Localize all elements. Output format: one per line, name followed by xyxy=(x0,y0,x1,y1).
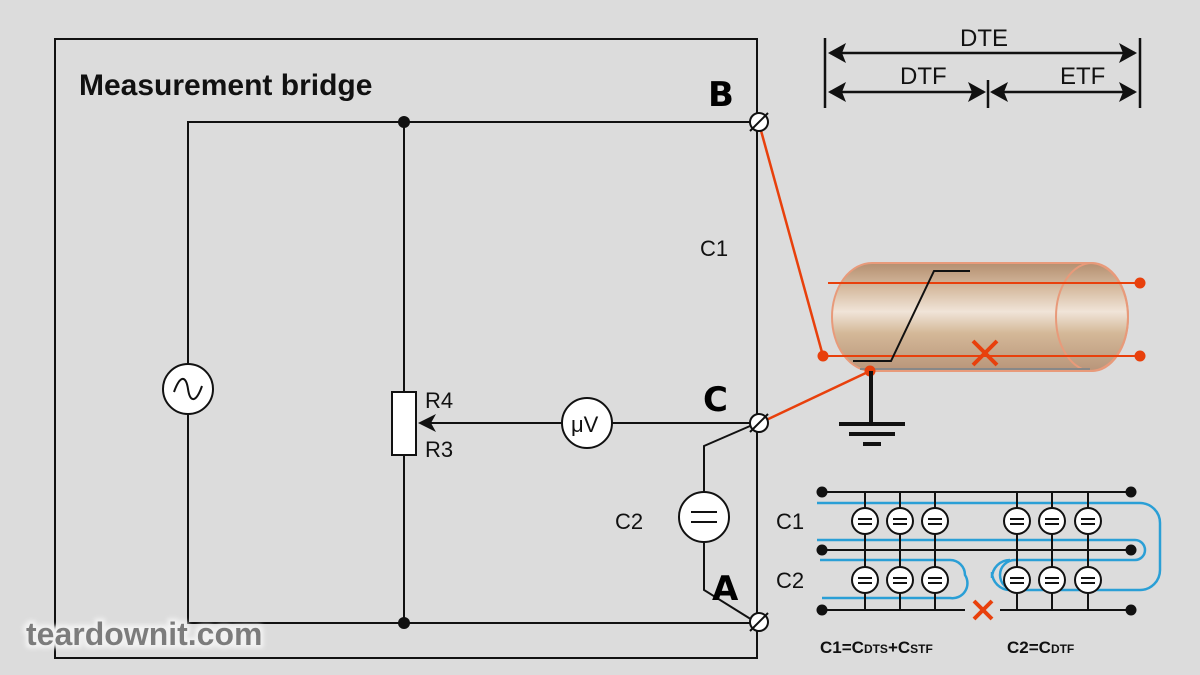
ground-icon xyxy=(839,371,905,446)
dim-etf-label: ETF xyxy=(1060,63,1105,90)
network-label-c2: C2 xyxy=(776,568,804,593)
capacitor-icon xyxy=(921,507,949,535)
capacitor-icon xyxy=(1038,566,1066,594)
label-r4: R4 xyxy=(425,388,453,413)
capacitor-icon xyxy=(851,507,879,535)
network-terminal-right xyxy=(1125,544,1137,556)
fault-cross-icon xyxy=(971,339,999,367)
network-terminal-right xyxy=(1125,486,1137,498)
potentiometer-icon xyxy=(391,391,436,456)
ac-source-icon xyxy=(162,363,214,415)
cable-illustration xyxy=(817,262,1146,377)
capacitor-icon xyxy=(1074,566,1102,594)
capacitor-icon xyxy=(1038,507,1066,535)
network-terminal-left xyxy=(816,544,828,556)
label-c1: C1 xyxy=(700,236,728,261)
terminal-b-label: B xyxy=(708,75,734,115)
capacitor-icon xyxy=(1003,507,1031,535)
terminal-b-screw-icon[interactable] xyxy=(749,112,769,132)
junction-top xyxy=(398,116,410,128)
capacitor-icon xyxy=(1074,507,1102,535)
terminal-c-screw-icon[interactable] xyxy=(749,413,769,433)
bridge-title: Measurement bridge xyxy=(79,69,372,102)
capacitor-icon xyxy=(1003,566,1031,594)
junction-bottom xyxy=(398,617,410,629)
watermark: teardownit.com xyxy=(26,616,262,652)
formula-c1: C1=CDTS+CSTF xyxy=(820,638,933,657)
network-loop-outer xyxy=(817,501,1162,592)
terminal-c-label: C xyxy=(703,380,728,420)
capacitor-icon xyxy=(886,566,914,594)
test-leads xyxy=(758,126,871,424)
dim-dte-label: DTE xyxy=(960,25,1008,52)
terminal-a-screw-icon[interactable] xyxy=(749,612,769,632)
capacitor-icon xyxy=(921,566,949,594)
network-terminal-left xyxy=(816,604,828,616)
formula-c2: C2=CDTF xyxy=(1007,638,1074,657)
capacitor-icon xyxy=(851,566,879,594)
label-c2: C2 xyxy=(615,509,643,534)
network-fault-cross-icon xyxy=(972,599,994,621)
shield-wire xyxy=(853,270,970,362)
capacitance-network xyxy=(816,486,1162,621)
network-terminal-right xyxy=(1125,604,1137,616)
bridge-enclosure xyxy=(54,38,758,659)
meter-label: μV xyxy=(571,412,599,437)
network-label-c1: C1 xyxy=(776,509,804,534)
capacitor-c2-icon xyxy=(678,491,730,543)
dimension-markers xyxy=(823,38,1142,108)
label-r3: R3 xyxy=(425,437,453,462)
network-loop-inner xyxy=(817,538,1147,592)
capacitor-icon xyxy=(886,507,914,535)
network-loop-left xyxy=(820,558,969,600)
bridge-wiring xyxy=(187,121,758,658)
dim-dtf-label: DTF xyxy=(900,63,947,90)
network-terminal-left xyxy=(816,486,828,498)
microvoltmeter-icon: μV xyxy=(561,397,613,449)
terminal-a-label: A xyxy=(712,569,739,609)
